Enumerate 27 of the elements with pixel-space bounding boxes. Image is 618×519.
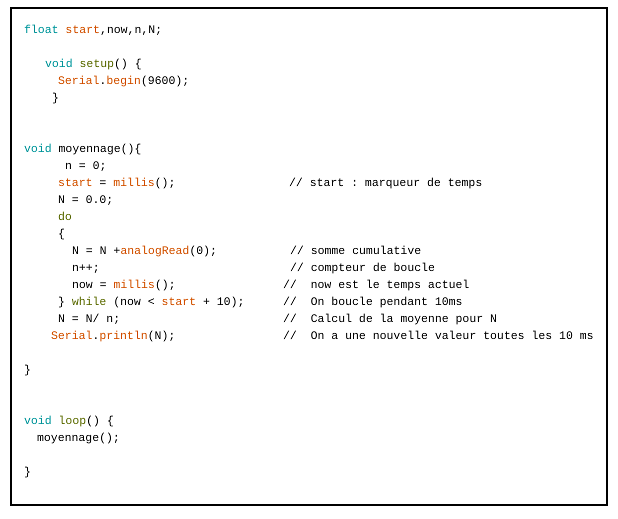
code-comment: // somme cumulative (290, 245, 422, 259)
code-comment: // start : marqueur de temps (289, 177, 482, 191)
code-line: { (58, 228, 65, 242)
code-line: N = 0.0; (58, 194, 114, 208)
code-line: Serial.begin(9600); (58, 75, 190, 89)
code-line: start = millis(); (58, 177, 176, 191)
code-line: void loop() { (24, 415, 114, 429)
code-comment: // On a une nouvelle valeur toutes les 10 ms (283, 330, 594, 344)
code-comment: // now est le temps actuel (283, 279, 470, 293)
code-line: } while (now < start + 10); (58, 296, 244, 310)
code-comment: // On boucle pendant 10ms (283, 296, 462, 310)
code-comment: // Calcul de la moyenne pour N (283, 313, 497, 327)
code-line: do (58, 211, 72, 225)
code-line: float start,now,n,N; (24, 24, 162, 38)
code-line: } (24, 466, 31, 480)
code-line: } (24, 364, 31, 378)
code-line: Serial.println(N); (51, 330, 176, 344)
code-line: void setup() { (45, 58, 142, 72)
code-line: n = 0; (65, 160, 106, 174)
code-line: void moyennage(){ (24, 143, 142, 157)
code-comment: // compteur de boucle (290, 262, 435, 276)
code-line: n++; (72, 262, 100, 276)
code-line: N = N/ n; (58, 313, 120, 327)
code-line: N = N +analogRead(0); (72, 245, 217, 259)
code-line: moyennage(); (37, 432, 120, 446)
code-line: } (52, 92, 59, 106)
code-line: now = millis(); (72, 279, 176, 293)
